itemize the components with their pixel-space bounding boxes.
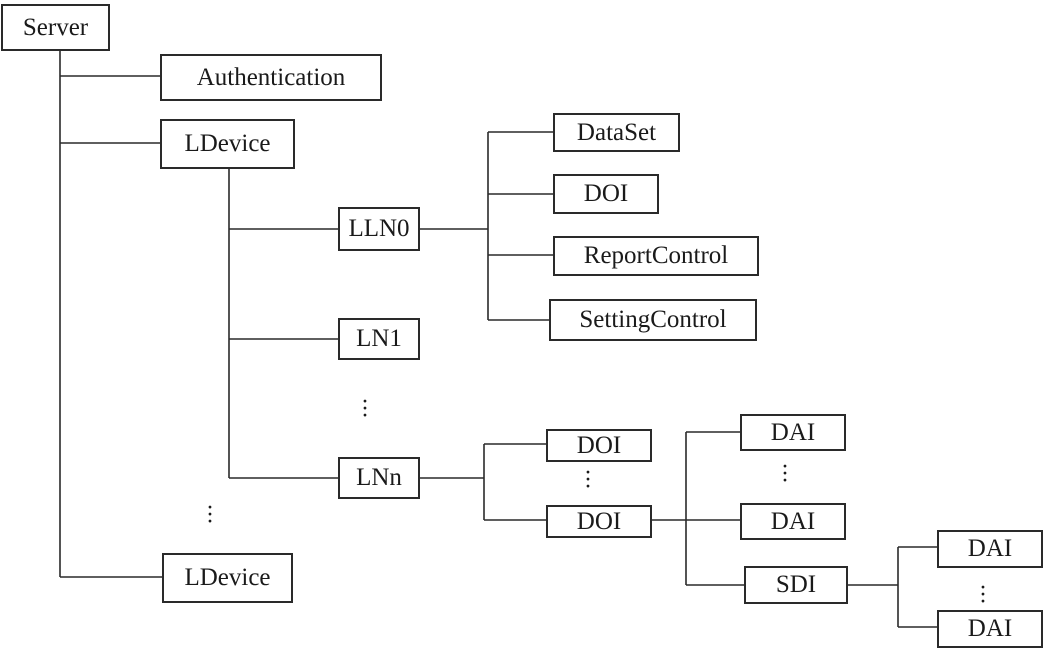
node-dai-last: DAI [740,503,846,540]
node-ldevice-first: LDevice [160,119,295,169]
node-doi-lnn-first: DOI [546,429,652,462]
ellipsis-sdi-dai: ··· [979,575,987,615]
node-sdi-dai-last: DAI [937,610,1043,648]
ellipsis-ldevices: ··· [206,495,214,535]
ellipsis-dai: ··· [781,454,789,494]
node-lln0: LLN0 [338,207,420,251]
node-ln1: LN1 [338,318,420,360]
node-doi-lnn-last: DOI [546,505,652,538]
node-setting-control: SettingControl [549,299,757,341]
node-sdi: SDI [744,566,848,604]
ellipsis-doi: ··· [584,460,592,500]
node-dataset: DataSet [553,113,680,152]
node-sdi-dai-first: DAI [937,530,1043,568]
node-doi-lln0: DOI [553,174,659,214]
node-lnn: LNn [338,457,420,499]
node-dai-first: DAI [740,414,846,451]
node-report-control: ReportControl [553,236,759,276]
node-authentication: Authentication [160,54,382,101]
node-server: Server [1,4,110,51]
node-ldevice-last: LDevice [162,553,293,603]
ellipsis-ln-nodes: ··· [361,389,369,429]
